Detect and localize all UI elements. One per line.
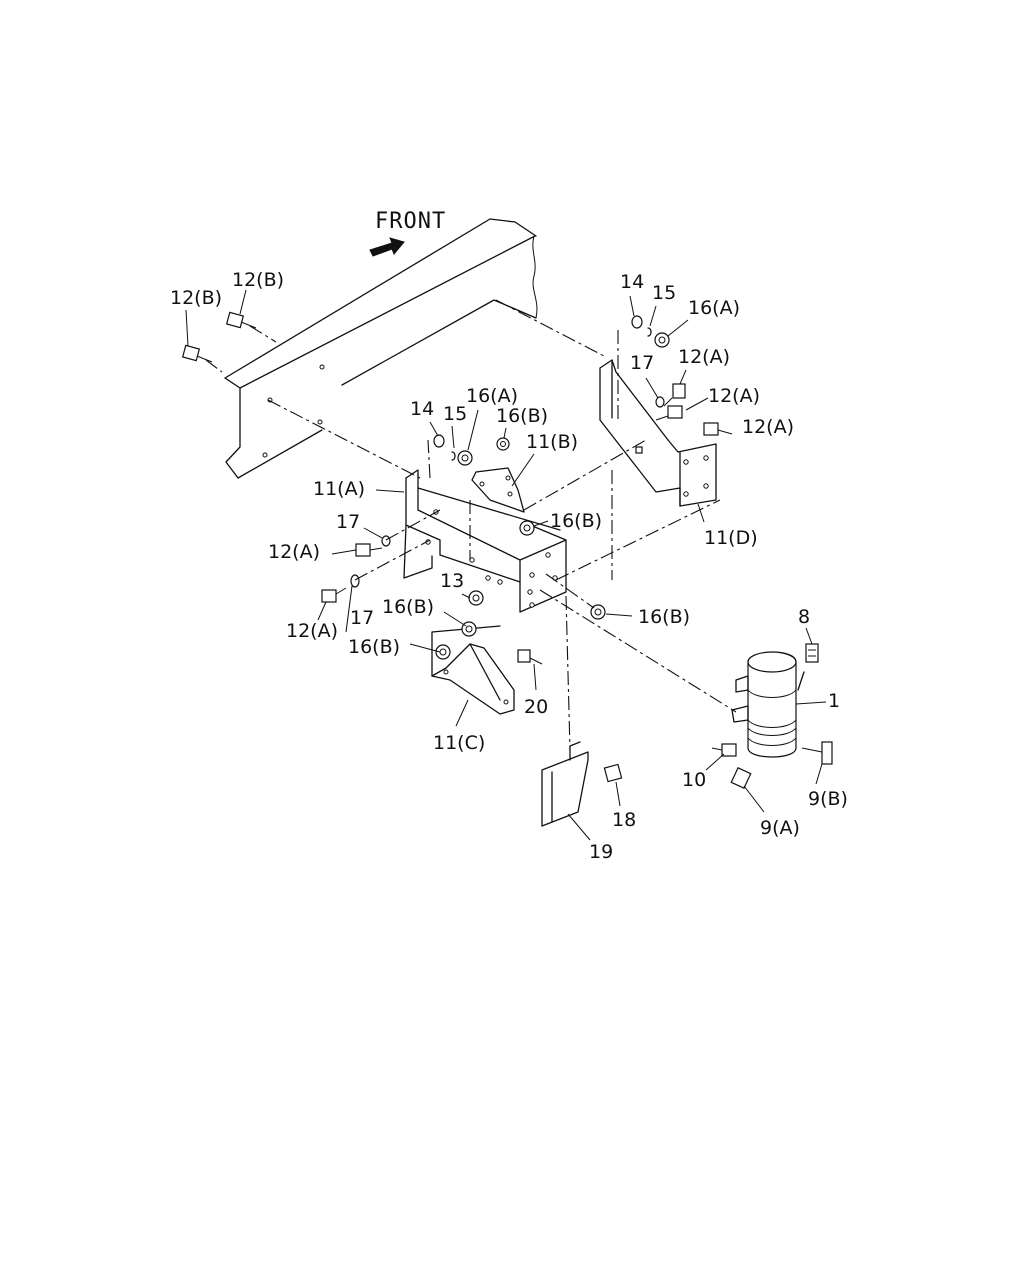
callout-c-16b-mid: 16(B) bbox=[496, 405, 548, 427]
callout-c-17-lower: 17 bbox=[350, 607, 374, 629]
callout-c-12a-r1: 12(A) bbox=[678, 346, 730, 368]
lockwasher-15-right-icon bbox=[647, 327, 652, 337]
callout-c-19: 19 bbox=[589, 841, 613, 863]
callout-c-10: 10 bbox=[682, 769, 706, 791]
bolt-12a-r2-icon bbox=[655, 405, 683, 421]
bracket-11c bbox=[431, 625, 515, 715]
bolt-12a-left1-icon bbox=[355, 543, 383, 557]
bracket-11d bbox=[599, 359, 717, 507]
callout-c-15-mid: 15 bbox=[443, 403, 467, 425]
callout-c-16b-a: 16(B) bbox=[382, 596, 434, 618]
callout-c-14-mid: 14 bbox=[410, 398, 434, 420]
callout-c-1: 1 bbox=[828, 690, 840, 712]
callout-c-11d: 11(D) bbox=[704, 527, 758, 549]
fasteners bbox=[181, 311, 833, 790]
nut-13-icon bbox=[468, 590, 484, 606]
bolt-12a-left2-icon bbox=[321, 587, 347, 603]
callout-c-16b-lower: 16(B) bbox=[550, 510, 602, 532]
callout-c-16a-mid: 16(A) bbox=[466, 385, 518, 407]
nut-16b-a-icon bbox=[461, 621, 477, 637]
nut-16a-right-icon bbox=[654, 332, 670, 348]
washer-14-right-icon bbox=[631, 315, 643, 329]
callout-c-17-left: 17 bbox=[336, 511, 360, 533]
bolt-10-icon bbox=[711, 743, 737, 757]
front-arrow-icon bbox=[369, 237, 405, 257]
washer-17-lower-icon bbox=[350, 574, 360, 588]
callout-c-15-right: 15 bbox=[652, 282, 676, 304]
fitting-8-icon bbox=[805, 643, 819, 663]
plate-19 bbox=[541, 741, 589, 827]
lockwasher-15-mid-icon bbox=[451, 451, 456, 461]
nut-16a-mid-icon bbox=[457, 450, 473, 466]
nut-16b-lower-icon bbox=[519, 520, 535, 536]
callout-c-12a-r2: 12(A) bbox=[708, 385, 760, 407]
washer-17-left-icon bbox=[381, 535, 391, 547]
callout-c-11c: 11(C) bbox=[433, 732, 485, 754]
washer-14-mid-icon bbox=[433, 434, 445, 448]
callout-c-13: 13 bbox=[440, 570, 464, 592]
fitting-9a-icon bbox=[730, 766, 752, 790]
frame-rail bbox=[224, 218, 538, 479]
callout-c-16b-b: 16(B) bbox=[348, 636, 400, 658]
bolt-12b-a-icon bbox=[225, 311, 257, 329]
bolt-20-icon bbox=[517, 649, 543, 665]
callout-c-17-right: 17 bbox=[630, 352, 654, 374]
callout-c-12b-left: 12(B) bbox=[170, 287, 222, 309]
callout-c-14-right: 14 bbox=[620, 271, 644, 293]
nut-18-icon bbox=[603, 763, 623, 783]
bolt-12a-r3-icon bbox=[703, 422, 733, 436]
bolt-12a-r1-icon bbox=[663, 383, 686, 407]
front-label: FRONT bbox=[375, 209, 446, 234]
fitting-9b-icon bbox=[801, 741, 833, 765]
callout-c-12a-left1: 12(A) bbox=[268, 541, 320, 563]
nut-16b-mid-icon bbox=[496, 437, 510, 451]
callout-c-16a-right: 16(A) bbox=[688, 297, 740, 319]
bracket-11b bbox=[471, 467, 525, 513]
alignment-lines bbox=[205, 299, 737, 751]
callout-c-16b-right: 16(B) bbox=[638, 606, 690, 628]
washer-17-right-icon bbox=[655, 396, 665, 408]
callout-c-9a: 9(A) bbox=[760, 817, 800, 839]
bolt-12b-b-icon bbox=[181, 344, 213, 363]
callout-c-11b: 11(B) bbox=[526, 431, 578, 453]
leader-lines bbox=[185, 289, 827, 841]
callout-c-12a-r3: 12(A) bbox=[742, 416, 794, 438]
air-dryer-1 bbox=[731, 651, 805, 758]
callout-c-8: 8 bbox=[798, 606, 810, 628]
callout-c-12b-top: 12(B) bbox=[232, 269, 284, 291]
callout-c-18: 18 bbox=[612, 809, 636, 831]
nut-16b-right-icon bbox=[590, 604, 606, 620]
callout-c-20: 20 bbox=[524, 696, 548, 718]
callout-c-12a-left2: 12(A) bbox=[286, 620, 338, 642]
callout-c-9b: 9(B) bbox=[808, 788, 848, 810]
callout-c-11a: 11(A) bbox=[313, 478, 365, 500]
